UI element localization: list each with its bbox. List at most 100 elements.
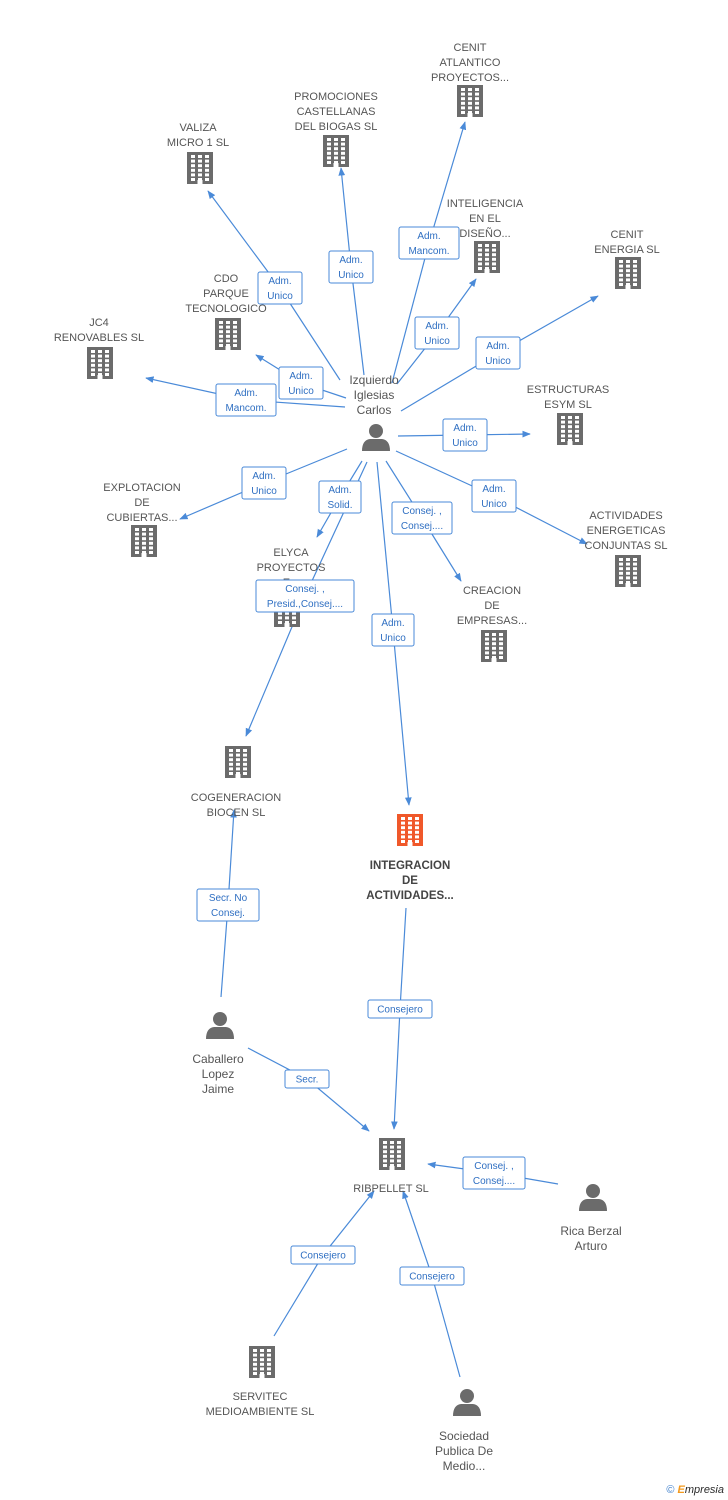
role-text: Unico [481, 499, 507, 510]
role-label-izquierdo-cenit_energia[interactable]: Adm. Unico [475, 336, 521, 370]
node-ribpellet[interactable]: RIBPELLET SL [353, 1138, 429, 1195]
node-cenit_energia[interactable]: CENIT ENERGIA SL [594, 229, 660, 289]
company-icon[interactable] [474, 241, 500, 273]
node-label-cenit_atl: PROYECTOS... [431, 72, 509, 84]
role-text: Consejero [377, 1005, 423, 1016]
role-text: Unico [485, 356, 511, 367]
role-text: Solid. [327, 500, 352, 511]
company-icon[interactable] [615, 555, 641, 587]
node-label-promociones: DEL BIOGAS SL [295, 121, 378, 133]
node-label-caballero: Jaime [202, 1082, 234, 1096]
node-cenit_atl[interactable]: CENITATLANTICOPROYECTOS... [431, 42, 509, 117]
role-text: Unico [251, 486, 277, 497]
node-label-rica: Rica Berzal [560, 1224, 621, 1238]
role-text: Unico [267, 291, 293, 302]
focus-company-icon[interactable] [397, 814, 423, 846]
node-label-valiza: VALIZA [179, 122, 217, 134]
node-label-cenit_energia: ENERGIA SL [594, 244, 659, 256]
role-label-integracion-ribpellet[interactable]: Consejero [367, 999, 433, 1019]
node-label-creacion: CREACION [463, 585, 521, 597]
node-label-actividades: ENERGETICAS [587, 525, 666, 537]
node-label-izquierdo: Izquierdo [349, 373, 399, 387]
node-label-cdo: CDO [214, 273, 239, 285]
company-icon[interactable] [87, 347, 113, 379]
company-icon[interactable] [557, 413, 583, 445]
node-label-sociedad: Sociedad [439, 1429, 489, 1443]
brand-logo[interactable]: Empresia [677, 1484, 724, 1496]
node-label-servitec: MEDIOAMBIENTE SL [206, 1406, 315, 1418]
node-label-integracion: DE [402, 875, 418, 887]
company-icon[interactable] [131, 525, 157, 557]
person-icon[interactable] [579, 1184, 607, 1211]
copyright-icon: © [666, 1484, 675, 1496]
node-label-caballero: Caballero [192, 1052, 244, 1066]
role-label-izquierdo-elyca[interactable]: Adm.Solid. [318, 480, 362, 514]
company-icon[interactable] [187, 152, 213, 184]
role-label-izquierdo-cogeneracion[interactable]: Consej. ,Presid.,Consej.... [255, 579, 355, 613]
role-label-izquierdo-cenit_atl[interactable]: Adm.Mancom. [398, 226, 460, 260]
role-text: Adm. [289, 371, 312, 382]
node-integracion[interactable]: INTEGRACIONDEACTIVIDADES... [366, 814, 454, 902]
role-text: Consej. , [402, 506, 441, 517]
node-label-explotacion: CUBIERTAS... [106, 512, 177, 524]
company-icon[interactable] [615, 257, 641, 289]
node-label-cenit_energia: CENIT [611, 229, 644, 241]
person-icon[interactable] [206, 1012, 234, 1039]
node-explotacion[interactable]: EXPLOTACIONDECUBIERTAS... [103, 482, 181, 557]
role-label-sociedad-ribpellet[interactable]: Consejero [399, 1266, 465, 1286]
role-text: Unico [452, 438, 478, 449]
company-icon[interactable] [379, 1138, 405, 1170]
role-text: Secr. No [209, 893, 248, 904]
node-label-inteligencia: DISEÑO... [459, 227, 510, 240]
company-icon[interactable] [225, 746, 251, 778]
role-text: Consej.... [401, 521, 443, 532]
person-icon[interactable] [453, 1389, 481, 1416]
company-icon[interactable] [481, 630, 507, 662]
role-label-izquierdo-promociones[interactable]: Adm.Unico [328, 250, 374, 284]
person-icon[interactable] [362, 424, 390, 451]
role-label-izquierdo-estructuras[interactable]: Adm.Unico [442, 418, 488, 452]
role-label-rica-ribpellet[interactable]: Consej. ,Consej.... [462, 1156, 526, 1190]
company-icon[interactable] [457, 85, 483, 117]
role-label-izquierdo-explotacion[interactable]: Adm. Unico [241, 466, 287, 500]
role-label-izquierdo-creacion[interactable]: Consej. , Consej.... [391, 501, 453, 535]
role-text: Adm. [486, 341, 509, 352]
role-label-izquierdo-actividades[interactable]: Adm.Unico [471, 479, 517, 513]
role-label-izquierdo-inteligencia[interactable]: Adm.Unico [414, 316, 460, 350]
role-text: Adm. [234, 388, 257, 399]
node-label-actividades: CONJUNTAS SL [585, 540, 668, 552]
role-text: Unico [338, 270, 364, 281]
company-icon[interactable] [249, 1346, 275, 1378]
node-label-integracion: ACTIVIDADES... [366, 890, 454, 902]
role-label-caballero-ribpellet[interactable]: Secr. [284, 1069, 330, 1089]
role-label-izquierdo-cdo[interactable]: Adm.Unico [278, 366, 324, 400]
node-label-sociedad: Medio... [443, 1459, 486, 1473]
role-label-servitec-ribpellet[interactable]: Consejero [290, 1245, 356, 1265]
empresia-footer[interactable]: ©Empresia [666, 1484, 724, 1496]
node-label-elyca: ELYCA [273, 547, 309, 559]
role-label-izquierdo-jc4[interactable]: Adm.Mancom. [215, 383, 277, 417]
role-label-izquierdo-valiza[interactable]: Adm.Unico [257, 271, 303, 305]
edge-line [247, 1047, 370, 1132]
node-label-rica: Arturo [575, 1239, 608, 1253]
role-text: Adm. [252, 471, 275, 482]
node-creacion[interactable]: CREACIONDEEMPRESAS... [457, 585, 527, 662]
company-icon[interactable] [215, 318, 241, 350]
role-text: Consej. , [285, 584, 324, 595]
role-label-izquierdo-integracion[interactable]: Adm.Unico [371, 613, 415, 647]
company-icon[interactable] [323, 135, 349, 167]
